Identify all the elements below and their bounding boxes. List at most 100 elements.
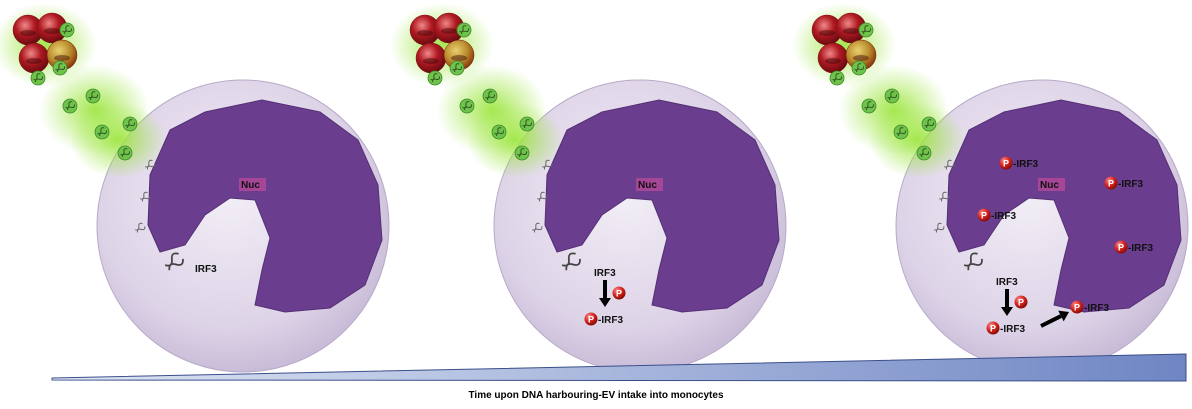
extracellular-vesicle [52, 60, 68, 76]
timeline-wedge [51, 353, 1187, 382]
phosphate-icon: P [1114, 240, 1128, 254]
extracellular-vesicle [456, 22, 472, 38]
timeline-caption: Time upon DNA harbouring-EV intake into … [468, 390, 723, 401]
extracellular-vesicle [122, 116, 138, 132]
dna-icon [542, 159, 553, 170]
extracellular-vesicle [514, 145, 530, 161]
dna-icon [65, 101, 75, 111]
dna-icon [462, 101, 472, 111]
phosphate-icon: P [999, 156, 1013, 170]
dna-icon [939, 191, 950, 202]
extracellular-vesicle [85, 88, 101, 104]
dna-icon [896, 127, 906, 137]
dna-icon [88, 91, 98, 101]
phosphate-label: P [1118, 243, 1124, 253]
phosphate-icon: P [1104, 176, 1118, 190]
nucleus [946, 99, 1182, 313]
dna-icon [33, 73, 43, 83]
dna-icon [164, 252, 184, 271]
phosphate-label: P [981, 211, 987, 221]
dna-icon [517, 148, 527, 158]
ev-glow [467, 102, 563, 178]
phosphate-label: P [616, 289, 622, 299]
p-irf3-label: -IRF3 [1084, 303, 1109, 314]
extracellular-vesicle [459, 98, 475, 114]
extracellular-vesicle [482, 88, 498, 104]
ev-glow [869, 102, 965, 178]
dna-icon [135, 222, 146, 233]
extracellular-vesicle [916, 145, 932, 161]
irf3-label: IRF3 [594, 268, 616, 279]
dna-icon [522, 119, 532, 129]
nucleus-label-bg [636, 178, 663, 191]
dna-icon [430, 73, 440, 83]
extracellular-vesicle [861, 98, 877, 114]
irf3-label: IRF3 [195, 264, 217, 275]
extracellular-vesicle [427, 70, 443, 86]
extracellular-vesicle [893, 124, 909, 140]
dna-icon [944, 159, 955, 170]
arrow-icon [1040, 310, 1069, 328]
phosphate-label: P [990, 324, 996, 334]
dna-icon [887, 91, 897, 101]
extracellular-vesicle [829, 70, 845, 86]
dna-icon [452, 63, 462, 73]
dna-icon [832, 73, 842, 83]
extracellular-vesicle [519, 116, 535, 132]
extracellular-vesicle [94, 124, 110, 140]
phosphate-icon: P [977, 208, 991, 222]
dna-icon [485, 91, 495, 101]
p-irf3-label: -IRF3 [598, 315, 623, 326]
extracellular-vesicle [851, 60, 867, 76]
dna-icon [459, 25, 469, 35]
dna-icon [532, 222, 543, 233]
dna-icon [55, 63, 65, 73]
dna-icon [919, 148, 929, 158]
p-irf3-label: -IRF3 [991, 211, 1016, 222]
dna-icon [924, 119, 934, 129]
extracellular-vesicle [491, 124, 507, 140]
phosphate-icon: P [612, 286, 626, 300]
extracellular-vesicle [62, 98, 78, 114]
dna-icon [140, 191, 151, 202]
nucleus [544, 99, 780, 313]
nucleus-label-bg [239, 178, 266, 191]
dna-icon [934, 222, 945, 233]
phosphate-icon: P [584, 312, 598, 326]
extracellular-vesicle [117, 145, 133, 161]
extracellular-vesicle [884, 88, 900, 104]
dna-icon [62, 25, 72, 35]
dna-icon [97, 127, 107, 137]
dna-icon [864, 101, 874, 111]
extracellular-vesicle [921, 116, 937, 132]
dna-icon [963, 252, 983, 271]
ev-glow [70, 102, 166, 178]
dna-icon [120, 148, 130, 158]
p-irf3-label: -IRF3 [1013, 159, 1038, 170]
phosphate-label: P [588, 315, 594, 325]
extracellular-vesicle [858, 22, 874, 38]
arrow-icon [599, 280, 611, 307]
phosphate-label: P [1108, 179, 1114, 189]
phosphate-label: P [1003, 159, 1009, 169]
arrow-icon [1001, 289, 1013, 316]
irf3-label: IRF3 [996, 277, 1018, 288]
dna-icon [125, 119, 135, 129]
panel-3: NucIRF3PP-IRF3P-IRF3P-IRF3P-IRF3P-IRF3P-… [792, 3, 1189, 373]
phosphate-icon: P [1070, 300, 1084, 314]
nucleus-label: Nuc [1040, 180, 1059, 191]
extracellular-vesicle [30, 70, 46, 86]
dna-icon [561, 252, 581, 271]
phosphate-icon: P [1014, 295, 1028, 309]
extracellular-vesicle [449, 60, 465, 76]
nucleus-label: Nuc [241, 180, 260, 191]
phosphate-icon: P [986, 321, 1000, 335]
nucleus-label-bg [1038, 178, 1065, 191]
p-irf3-label: -IRF3 [1000, 324, 1025, 335]
phosphate-label: P [1018, 298, 1024, 308]
dna-icon [494, 127, 504, 137]
dna-icon [854, 63, 864, 73]
